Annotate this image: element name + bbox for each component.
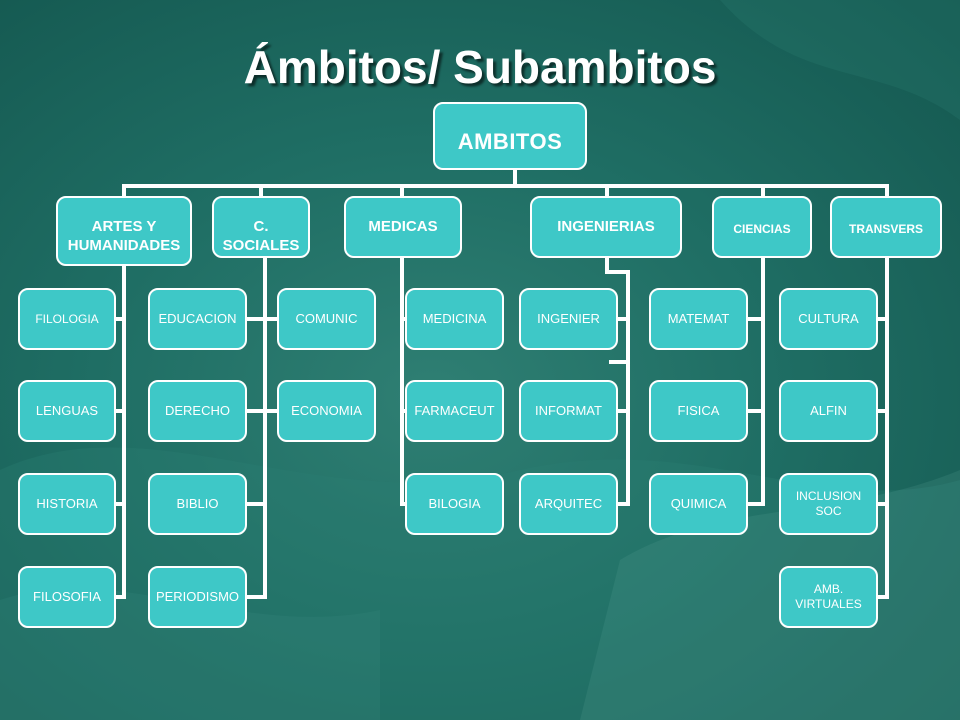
category-medicas: MEDICAS: [344, 196, 462, 258]
slide-title: Ámbitos/ Subambitos: [243, 41, 717, 93]
subarea-cultura: CULTURA: [779, 288, 878, 350]
subarea-informat: INFORMAT: [519, 380, 618, 442]
subarea-economia: ECONOMIA: [277, 380, 376, 442]
subarea-inclusion-soc: INCLUSION SOC: [779, 473, 878, 535]
subarea-ingenier: INGENIER: [519, 288, 618, 350]
category-ingenierias: INGENIERIAS: [530, 196, 682, 258]
subarea-lenguas: LENGUAS: [18, 380, 116, 442]
category-ciencias-sociales: C. SOCIALES: [212, 196, 310, 258]
subarea-periodismo: PERIODISMO: [148, 566, 247, 628]
subarea-derecho: DERECHO: [148, 380, 247, 442]
subarea-amb-virtuales: AMB. VIRTUALES: [779, 566, 878, 628]
category-ciencias: CIENCIAS: [712, 196, 812, 258]
category-artes-humanidades: ARTES Y HUMANIDADES: [56, 196, 192, 266]
subarea-comunic: COMUNIC: [277, 288, 376, 350]
subarea-farmaceut: FARMACEUT: [405, 380, 504, 442]
subarea-matemat: MATEMAT: [649, 288, 748, 350]
subarea-quimica: QUIMICA: [649, 473, 748, 535]
subarea-historia: HISTORIA: [18, 473, 116, 535]
subarea-alfin: ALFIN: [779, 380, 878, 442]
subarea-arquitec: ARQUITEC: [519, 473, 618, 535]
subarea-biblio: BIBLIO: [148, 473, 247, 535]
subarea-filologia: FILOLOGIA: [18, 288, 116, 350]
subarea-medicina: MEDICINA: [405, 288, 504, 350]
subarea-fisica: FISICA: [649, 380, 748, 442]
subarea-bilogia: BILOGIA: [405, 473, 504, 535]
subarea-educacion: EDUCACION: [148, 288, 247, 350]
root-node-ambitos: AMBITOS: [433, 102, 587, 170]
subarea-filosofia: FILOSOFIA: [18, 566, 116, 628]
category-transvers: TRANSVERS: [830, 196, 942, 258]
